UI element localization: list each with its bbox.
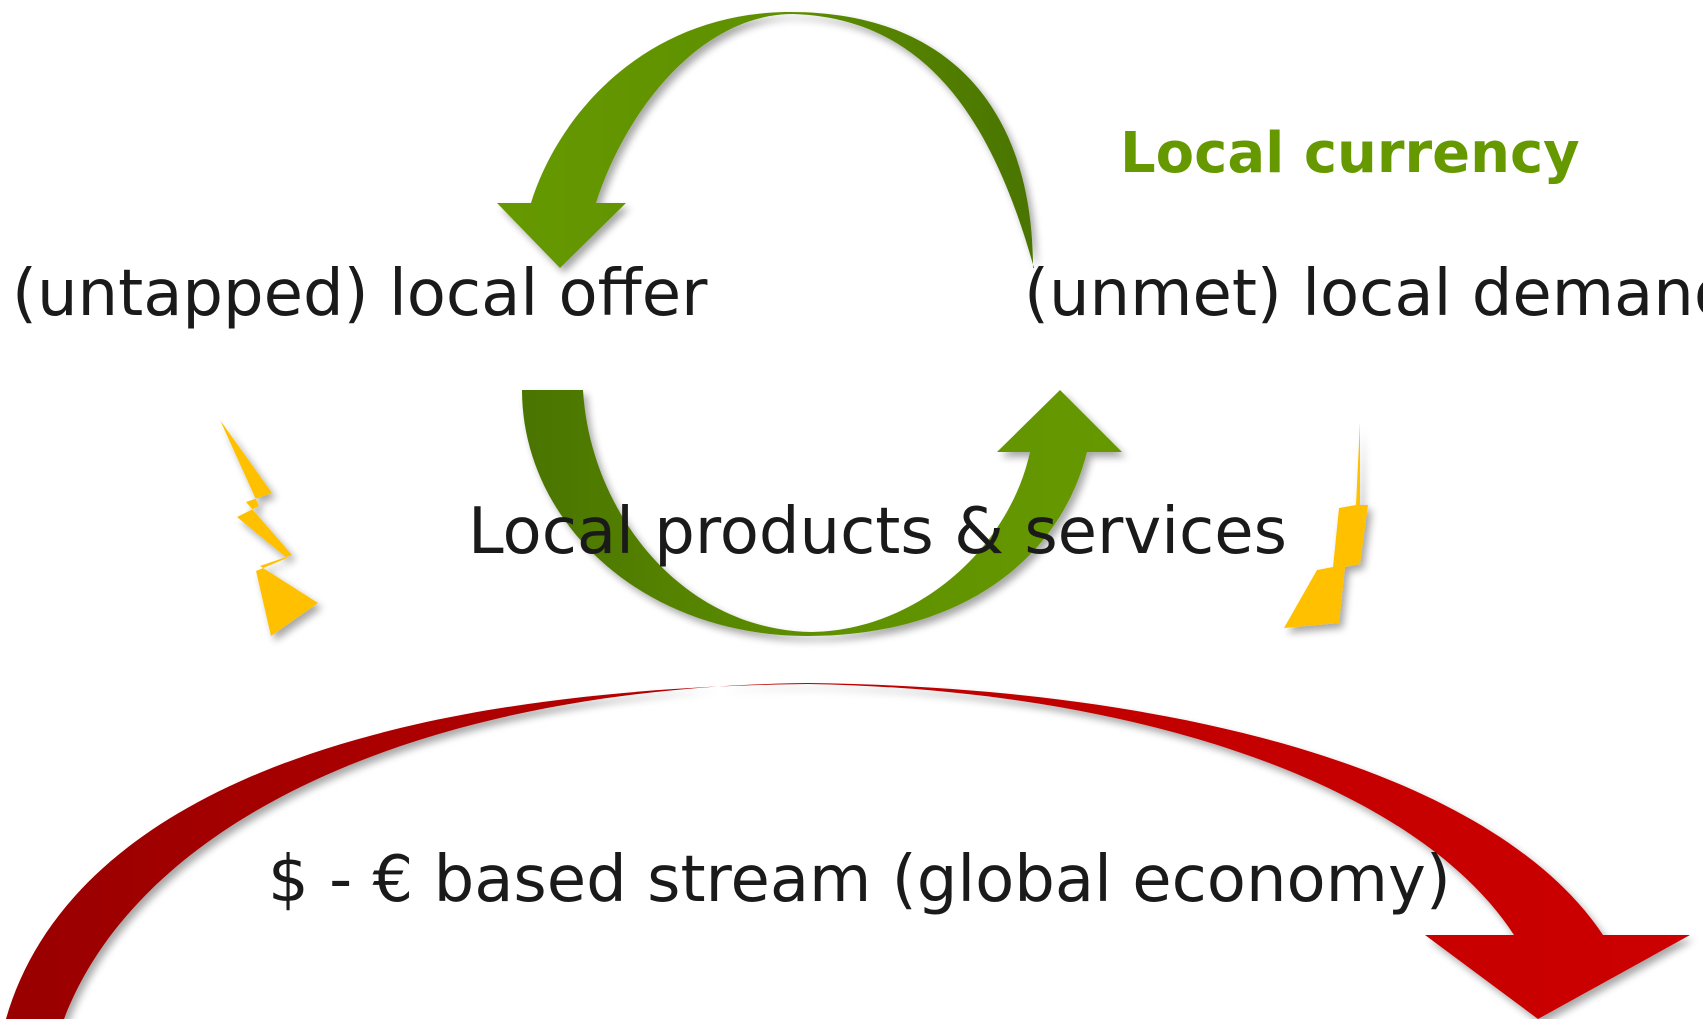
lightning-bolt-icon [220, 420, 318, 636]
local-products-label: Local products & services [468, 495, 1287, 569]
local-currency-label: Local currency [1120, 121, 1580, 186]
local-currency-arrow [497, 12, 1034, 268]
lightning-bolt-icon [1284, 422, 1368, 628]
local-products-arrow [522, 390, 1122, 636]
global-stream-arrow [6, 683, 1690, 1019]
global-stream-label: $ - € based stream (global economy) [268, 843, 1451, 917]
unmet-demand-label: (unmet) local demand [1024, 257, 1703, 331]
untapped-offer-label: (untapped) local offer [12, 257, 708, 331]
